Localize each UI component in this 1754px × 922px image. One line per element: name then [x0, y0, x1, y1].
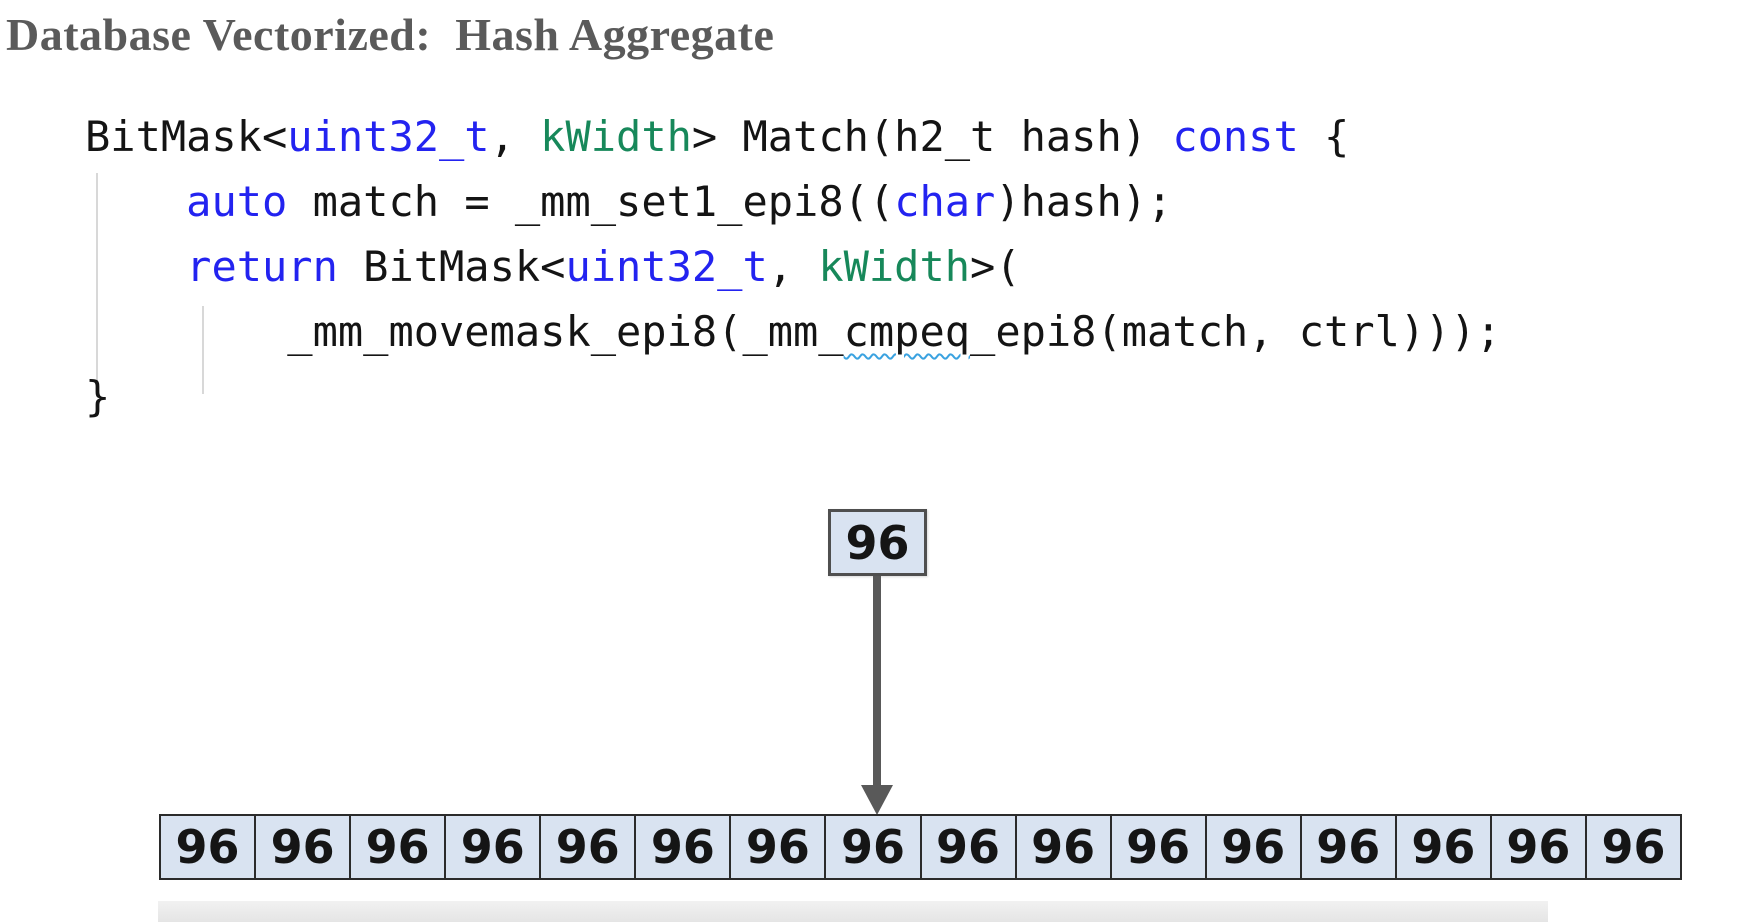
broadcast-value-label: 96: [845, 515, 910, 570]
code-token: )hash);: [995, 177, 1173, 226]
register-cell-value: 96: [270, 820, 335, 874]
code-token: BitMask<: [85, 112, 288, 161]
code-line: return BitMask<uint32_t, kWidth>(: [85, 234, 1501, 299]
code-line: auto match = _mm_set1_epi8((char)hash);: [85, 169, 1501, 234]
code-line: }: [85, 364, 1501, 429]
code-block: BitMask<uint32_t, kWidth> Match(h2_t has…: [85, 104, 1501, 429]
register-cell-value: 96: [1031, 820, 1096, 874]
register-cell: 96: [1584, 814, 1682, 880]
register-cell: 96: [539, 814, 637, 880]
code-token: _mm_movemask_epi8(_mm_: [287, 307, 844, 356]
down-arrow-stem: [873, 576, 881, 787]
register-cell-value: 96: [1126, 820, 1191, 874]
register-cell-value: 96: [1411, 820, 1476, 874]
slide-title: Database Vectorized: Hash Aggregate: [6, 9, 775, 60]
code-token: kWidth: [540, 112, 692, 161]
register-cell-value: 96: [365, 820, 430, 874]
code-token: kWidth: [818, 242, 971, 291]
code-token: ,: [489, 112, 541, 161]
register-cell: 96: [159, 814, 257, 880]
register-cell: 96: [254, 814, 352, 880]
code-token: ,: [767, 242, 819, 291]
indent-guide: [202, 306, 204, 394]
register-cell: 96: [634, 814, 732, 880]
register-cell: 96: [444, 814, 542, 880]
code-token: const: [1172, 112, 1299, 161]
simd-register-row: 96 96 96 96 96 96 96 96 96 96 96 96 96 96 96 96: [159, 814, 1682, 880]
register-cell: 96: [824, 814, 922, 880]
code-token: uint32_t: [565, 242, 768, 291]
broadcast-value-box: 96: [828, 509, 927, 576]
code-token: > Match(h2_t hash): [691, 112, 1173, 161]
register-cell-value: 96: [1316, 820, 1381, 874]
register-cell-value: 96: [650, 820, 715, 874]
code-token: cmpeq: [843, 307, 971, 356]
code-token: return: [186, 242, 338, 291]
register-cell-value: 96: [1221, 820, 1286, 874]
register-cell-value: 96: [555, 820, 620, 874]
register-cell-value: 96: [745, 820, 810, 874]
code-token: BitMask<: [337, 242, 566, 291]
register-cell-value: 96: [1506, 820, 1571, 874]
code-token: char: [894, 177, 996, 226]
register-cell-value: 96: [460, 820, 525, 874]
register-cell: 96: [1489, 814, 1587, 880]
register-cell-value: 96: [840, 820, 905, 874]
register-cell-value: 96: [175, 820, 240, 874]
down-arrow-icon: [861, 785, 893, 815]
code-token: uint32_t: [287, 112, 490, 161]
register-cell-value: 96: [936, 820, 1001, 874]
code-token: {: [1298, 112, 1350, 161]
register-cell: 96: [1299, 814, 1397, 880]
register-cell: 96: [919, 814, 1017, 880]
code-line: _mm_movemask_epi8(_mm_cmpeq_epi8(match, …: [85, 299, 1501, 364]
register-cell: 96: [1204, 814, 1302, 880]
code-token: match = _mm_set1_epi8((: [287, 177, 895, 226]
register-cell: 96: [1014, 814, 1112, 880]
register-cell: 96: [349, 814, 447, 880]
register-cell: 96: [1394, 814, 1492, 880]
code-token: }: [85, 372, 111, 421]
register-cell-value: 96: [1601, 820, 1666, 874]
indent-guide: [96, 173, 98, 395]
code-token: auto: [186, 177, 288, 226]
code-token: >(: [970, 242, 1021, 291]
bottom-strip: [158, 901, 1548, 922]
register-cell: 96: [729, 814, 827, 880]
code-line: BitMask<uint32_t, kWidth> Match(h2_t has…: [85, 104, 1501, 169]
code-token: _epi8(match, ctrl)));: [970, 307, 1502, 356]
register-cell: 96: [1109, 814, 1207, 880]
